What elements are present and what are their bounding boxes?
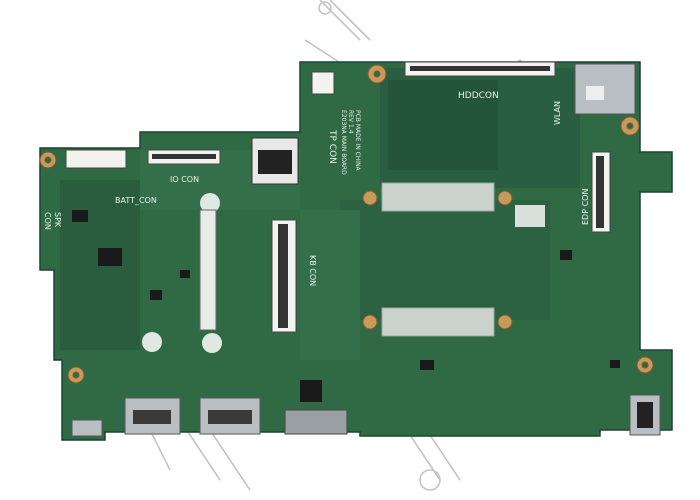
thermal-pad-bottom (381, 307, 495, 337)
label-tp-con: TP CON (327, 129, 337, 164)
label-made-in: PCB MADE IN CHINA (354, 110, 361, 172)
label-batt-con: BATT_CON (115, 196, 157, 205)
label-board-name: E203NA MAIN BOARD (340, 110, 347, 175)
batt-connector (65, 149, 127, 169)
tp-connector (311, 71, 335, 95)
label-edp-con: EDP CON (581, 189, 590, 225)
label-hddcon: HDDCON (458, 91, 499, 101)
audio-jack (284, 409, 348, 435)
label-io-con: IO CON (170, 175, 199, 184)
label-spk: SPK (53, 212, 62, 228)
mounting-holes (39, 64, 654, 384)
label-con: CON (43, 212, 52, 230)
smd-components (72, 210, 620, 402)
test-pads (142, 193, 222, 353)
label-wlan: WLAN (553, 101, 562, 125)
label-rev: REV 1.4 (347, 110, 354, 134)
wlan-module (574, 63, 636, 115)
micro-port (71, 419, 103, 437)
label-kb-con: KB CON (308, 255, 317, 286)
long-connector (199, 209, 217, 331)
thermal-pad-top (381, 182, 495, 212)
label-sticker (515, 205, 545, 227)
cpu-die-area (388, 80, 498, 170)
